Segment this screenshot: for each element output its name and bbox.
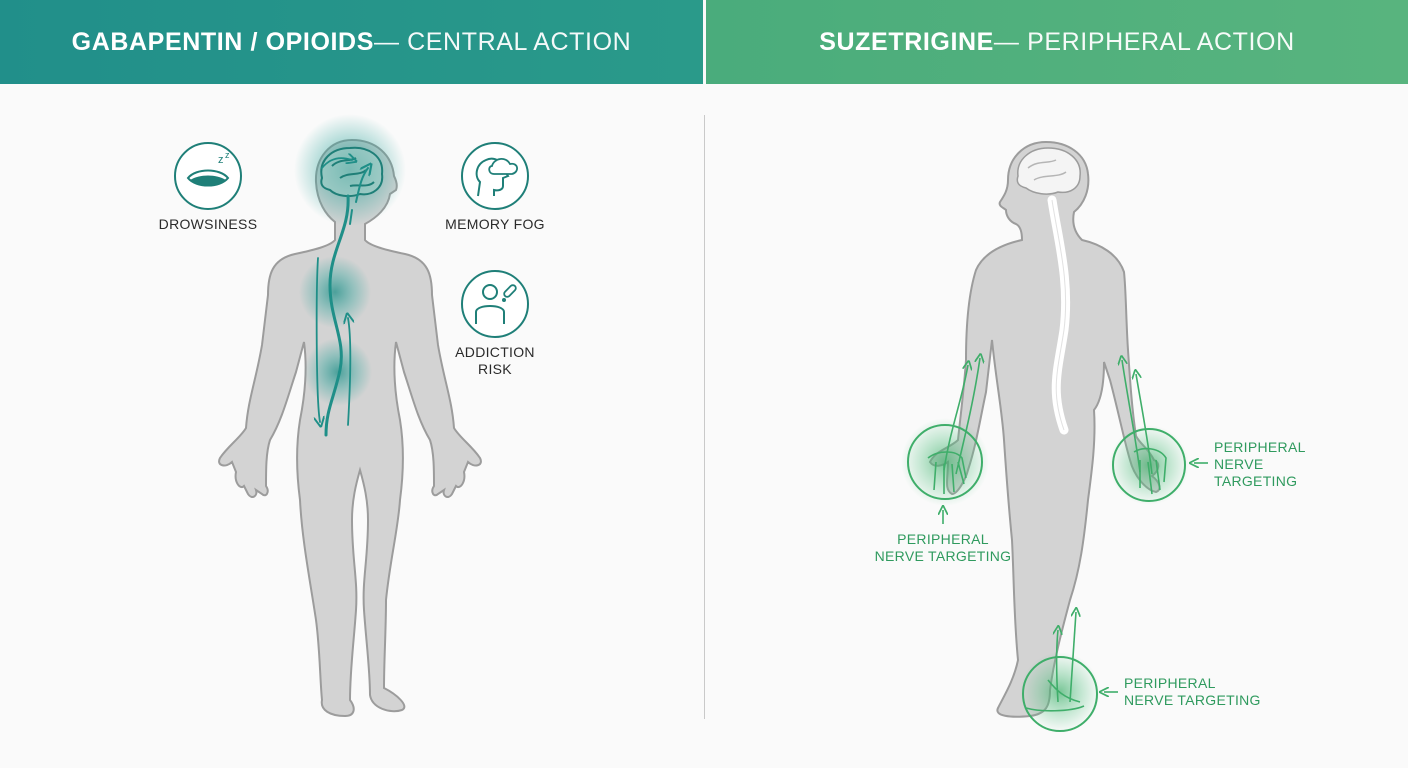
left-body-figure: [218, 138, 482, 718]
peripheral-action-header: SUZETRIGINE — PERIPHERAL ACTION: [706, 0, 1408, 84]
addiction-label-line2: RISK: [478, 361, 512, 377]
lower-spine-glow: [304, 338, 372, 406]
right-hand-label-line3: TARGETING: [1214, 473, 1298, 489]
foot-label-line2: NERVE TARGETING: [1124, 692, 1261, 708]
left-hand-target-circle: [907, 424, 983, 500]
right-hand-label-line1: PERIPHERAL: [1214, 439, 1306, 455]
drowsiness-icon: z z: [174, 142, 242, 210]
right-hand-target-circle: [1112, 428, 1186, 502]
right-hand-peripheral-label: PERIPHERAL NERVE TARGETING: [1214, 439, 1334, 490]
addiction-risk-icon: [461, 270, 529, 338]
left-brain: [320, 146, 384, 198]
peripheral-limb-outlines: [927, 447, 1167, 712]
foot-target-circle: [1022, 656, 1098, 732]
panel-divider: [704, 115, 705, 719]
svg-text:z: z: [218, 154, 224, 166]
addiction-label-line1: ADDICTION: [455, 344, 535, 360]
peripheral-nerve-arrows: [943, 358, 1208, 703]
central-header-subtitle: — CENTRAL ACTION: [373, 27, 632, 56]
central-nerve-pathway: [317, 158, 368, 437]
right-body-figure: [928, 140, 1161, 718]
foot-label-line1: PERIPHERAL: [1124, 675, 1216, 691]
central-action-header: GABAPENTIN / OPIOIDS — CENTRAL ACTION: [0, 0, 703, 84]
left-hand-label-line1: PERIPHERAL: [897, 531, 989, 547]
left-hand-peripheral-label: PERIPHERAL NERVE TARGETING: [868, 531, 1018, 565]
foot-peripheral-label: PERIPHERAL NERVE TARGETING: [1124, 675, 1284, 709]
memory-fog-icon: [461, 142, 529, 210]
peripheral-header-subtitle: — PERIPHERAL ACTION: [993, 27, 1295, 56]
central-header-drug-names: GABAPENTIN / OPIOIDS: [71, 27, 374, 56]
drowsiness-label: DROWSINESS: [158, 216, 258, 232]
memory-fog-label: MEMORY FOG: [445, 216, 545, 232]
addiction-risk-label: ADDICTION RISK: [435, 344, 555, 378]
svg-text:z: z: [225, 150, 230, 160]
right-hand-label-line2: NERVE: [1214, 456, 1264, 472]
peripheral-header-drug-name: SUZETRIGINE: [819, 27, 994, 56]
left-hand-label-line2: NERVE TARGETING: [874, 548, 1012, 564]
